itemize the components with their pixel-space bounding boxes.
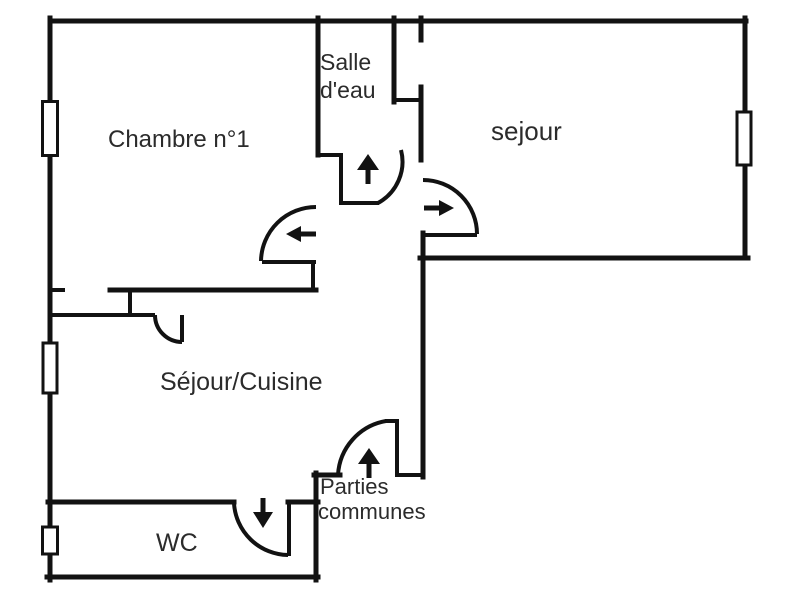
door-arc-sejour: [422, 178, 479, 235]
door-arc-parties-communes: [336, 419, 387, 476]
room-labels: Chambre n°1 Salle d'eau sejour Séjour/Cu…: [108, 49, 562, 557]
arrow-left-chambre-icon: [286, 226, 316, 242]
door-arc-chambre: [259, 205, 317, 262]
window-icon-sejour: [735, 110, 753, 167]
arrow-down-wc-icon: [253, 498, 273, 528]
windows: [41, 100, 753, 556]
entry-arrows: [253, 154, 454, 528]
outer-walls: [44, 15, 751, 583]
room-label-wc: WC: [156, 529, 198, 557]
arrow-right-sejour-icon: [424, 200, 454, 216]
door-arc-salledeau: [376, 149, 405, 205]
door-arc-wc: [232, 502, 289, 557]
room-label-parties-communes-line1: Parties: [320, 474, 388, 499]
room-label-salledeau-line2: d'eau: [320, 77, 376, 103]
window-icon-chambre: [41, 100, 59, 157]
window-icon-sejour-cuisine: [41, 341, 59, 395]
room-label-parties-communes-line2: communes: [318, 499, 426, 524]
arrow-up-salledeau-icon: [357, 154, 379, 184]
arrow-up-parties-communes-icon: [358, 448, 380, 478]
doors: [153, 149, 479, 557]
room-label-sejour-cuisine: Séjour/Cuisine: [160, 368, 323, 396]
room-label-sejour: sejour: [491, 116, 562, 146]
interior-walls: [45, 15, 426, 583]
room-label-salledeau-line1: Salle: [320, 49, 371, 75]
door-arc-closet: [153, 314, 183, 344]
window-icon-wc: [41, 525, 59, 556]
room-label-chambre: Chambre n°1: [108, 126, 250, 153]
